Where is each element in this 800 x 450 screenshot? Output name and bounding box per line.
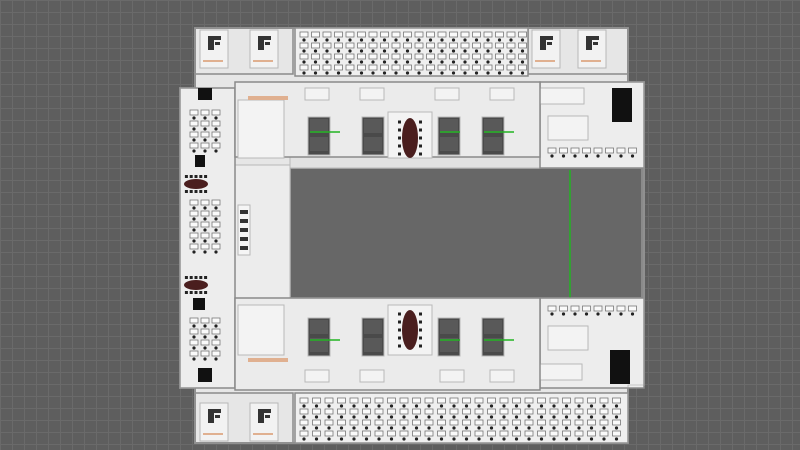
south-open-office-desks [299,397,621,441]
north-cell-3 [437,116,461,156]
office-nw-2 [249,29,279,69]
south-cell-4 [481,317,505,357]
north-cell-2 [361,116,385,156]
west-equipment-3 [193,298,205,310]
stairwell-south [610,350,630,384]
conference-table-north [398,118,422,158]
north-west-meeting-room [237,99,285,159]
west-wing-desks-upper [189,109,221,153]
west-wing-desks-middle [189,199,221,254]
office-sw-2 [249,402,279,442]
west-equipment-2 [195,155,205,167]
office-sw-1 [199,402,229,442]
office-nw-1 [199,29,229,69]
west-wing-desks-lower [189,317,221,361]
central-courtyard [289,167,643,299]
south-west-meeting-room [237,304,285,356]
conference-table-west-1 [184,175,208,193]
office-ne-1 [531,29,561,69]
conference-table-west-2 [184,276,208,294]
office-ne-2 [577,29,607,69]
east-north-meeting-room [547,115,589,141]
east-north-desks [547,147,637,158]
south-cell-2 [361,317,385,357]
north-cell-1 [307,116,331,156]
building-outline-inner [179,27,645,444]
west-equipment-1 [198,88,212,100]
conference-table-south [398,310,422,350]
south-cell-3 [437,317,461,357]
west-equipment-4 [198,368,212,382]
east-south-meeting-room [547,325,589,351]
south-cell-1 [307,317,331,357]
east-south-desks [547,305,637,316]
north-open-office-desks [299,31,527,75]
north-cell-4 [481,116,505,156]
stairwell-north [612,88,632,122]
